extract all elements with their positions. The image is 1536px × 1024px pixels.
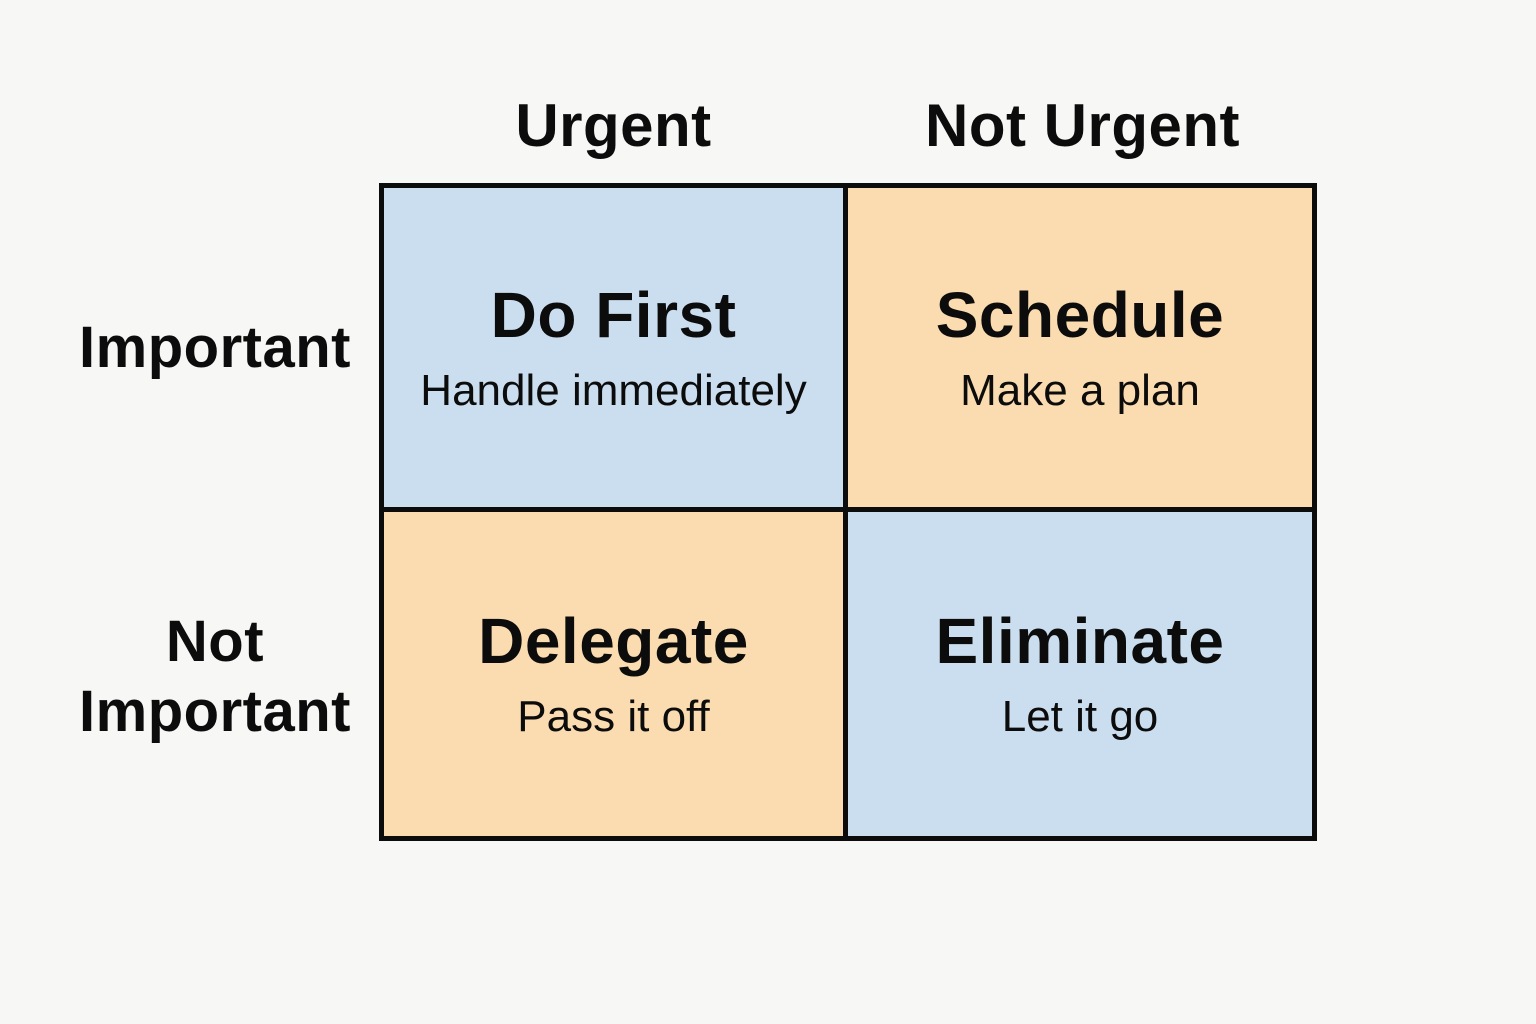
quadrant-eliminate-subtitle: Let it go: [1001, 692, 1159, 741]
quadrant-schedule-title: Schedule: [935, 278, 1225, 351]
row-header-important: Important: [0, 183, 379, 512]
row-headers: Important Not Important: [0, 183, 379, 841]
quadrant-do-first-subtitle: Handle immediately: [420, 365, 807, 415]
quadrant-do-first-title: Do First: [490, 278, 737, 351]
column-headers: Urgent Not Urgent: [379, 75, 1317, 175]
matrix-grid: Do First Handle immediately Schedule Mak…: [379, 183, 1317, 841]
quadrant-schedule-subtitle: Make a plan: [960, 365, 1200, 415]
quadrant-eliminate: Eliminate Let it go: [848, 512, 1312, 836]
row-header-not-important-label: Not Important: [79, 608, 351, 744]
quadrant-do-first: Do First Handle immediately: [384, 188, 848, 512]
row-header-not-important: Not Important: [0, 512, 379, 841]
quadrant-delegate: Delegate Pass it off: [384, 512, 848, 836]
quadrant-delegate-title: Delegate: [478, 605, 749, 677]
quadrant-eliminate-title: Eliminate: [935, 605, 1225, 677]
row-header-important-label: Important: [79, 314, 351, 380]
quadrant-delegate-subtitle: Pass it off: [517, 692, 710, 741]
column-header-not-urgent: Not Urgent: [925, 91, 1240, 159]
quadrant-schedule: Schedule Make a plan: [848, 188, 1312, 512]
column-header-urgent: Urgent: [515, 91, 712, 159]
